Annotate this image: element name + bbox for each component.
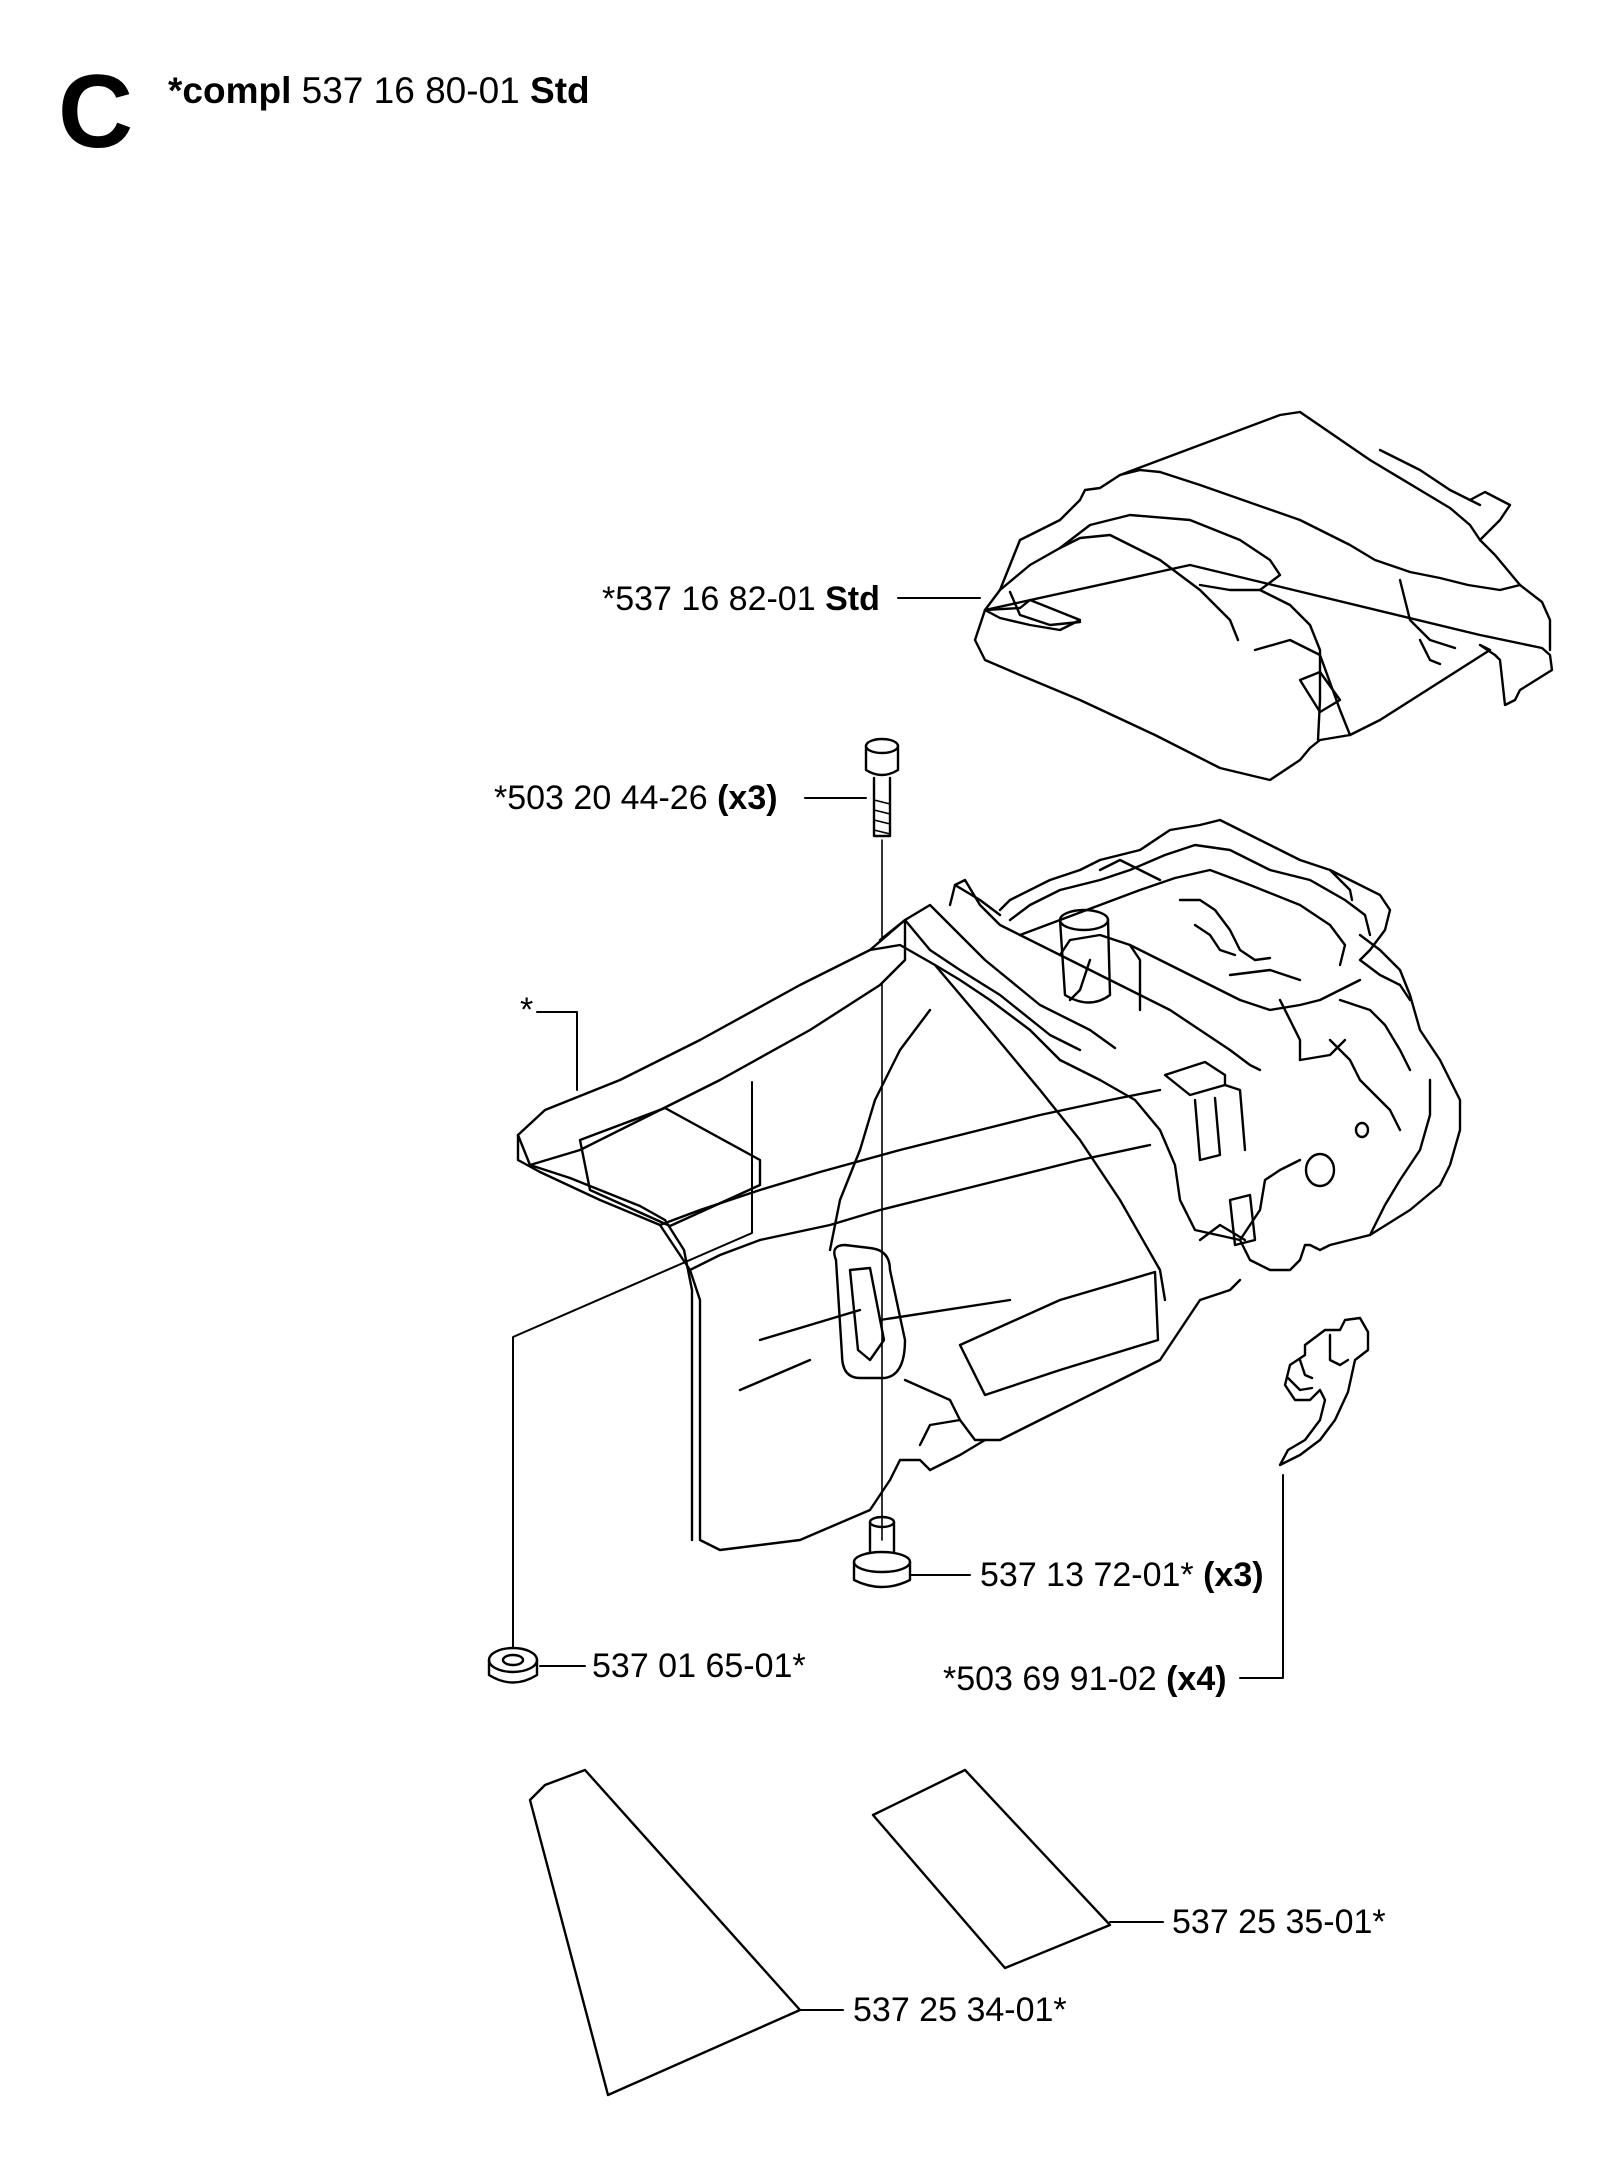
label-top-cover: *537 16 82-01 Std [602,582,880,616]
sleeve-part [852,1515,912,1589]
title-part-number: 537 16 80-01 [301,70,520,111]
title-suffix: Std [530,70,590,111]
label-cylinder-cover: * [520,991,534,1029]
clip-part-number: *503 69 91-02 [943,1660,1157,1698]
clip-part [1278,1316,1370,1467]
sleeve-qty: (x3) [1203,1556,1264,1594]
cylinder-cover-leader [536,1011,578,1091]
sleeve-part-number: 537 13 72-01* [980,1556,1194,1594]
label-decal-right: 537 25 35-01* [1172,1903,1386,1941]
label-decal-left: 537 25 34-01* [853,1991,1067,2029]
label-screw: *503 20 44-26 (x3) [494,781,778,815]
screw-qty: (x3) [717,779,778,817]
label-sleeve: 537 13 72-01* (x3) [980,1558,1264,1592]
decal-left-part [528,1768,802,2097]
screw-part-number: *503 20 44-26 [494,779,708,817]
clip-qty: (x4) [1166,1660,1227,1698]
grommet-part [487,1646,539,1684]
top-cover-part [973,410,1554,782]
cylinder-cover-part [516,818,1462,1552]
assembly-title: *compl 537 16 80-01 Std [168,72,590,109]
top-cover-part-number: *537 16 82-01 [602,580,816,618]
grommet-leader [512,1081,753,1651]
label-clip: *503 69 91-02 (x4) [943,1662,1227,1696]
title-prefix: *compl [168,70,292,111]
label-grommet: 537 01 65-01* [592,1647,806,1685]
decal-right-part [871,1768,1112,1970]
section-letter: C [58,54,134,170]
clip-leader [1239,1474,1284,1679]
top-cover-suffix: Std [825,580,880,618]
screw-part [864,737,900,838]
